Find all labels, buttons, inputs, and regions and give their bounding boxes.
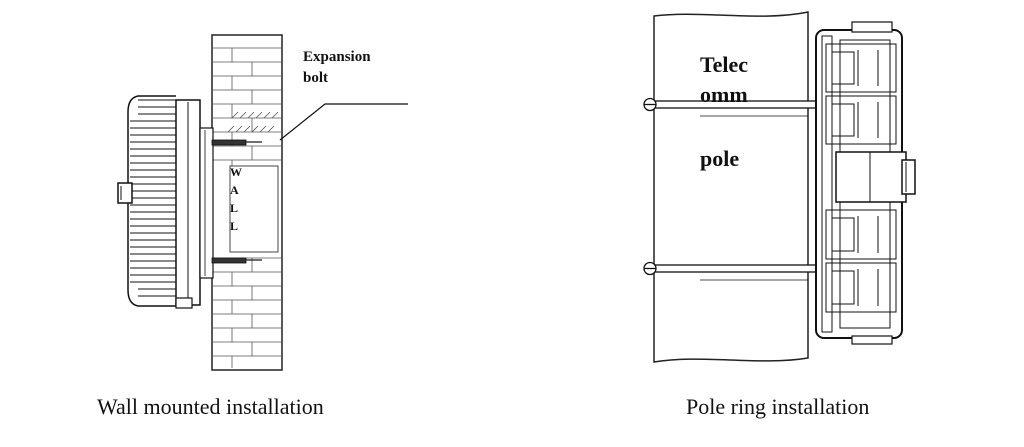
expansion-bolts bbox=[211, 139, 262, 264]
luminaire-wall bbox=[117, 95, 214, 309]
wall-mount-drawing: Expansion bolt W A L L bbox=[117, 34, 408, 371]
pole-label-line3: pole bbox=[700, 146, 739, 171]
pole-label-line1: Telec bbox=[700, 52, 748, 77]
wall-letter-4: L bbox=[230, 219, 238, 233]
pole-rings bbox=[643, 97, 833, 281]
pole bbox=[653, 11, 809, 363]
bolt-label-line2: bolt bbox=[303, 70, 328, 86]
bolt-leader-line bbox=[279, 103, 408, 141]
wall-letter-2: A bbox=[230, 183, 239, 197]
caption-pole-ring: Pole ring installation bbox=[686, 394, 870, 419]
wall-letter-1: W bbox=[230, 165, 242, 179]
pole-label-line2: omm bbox=[700, 82, 748, 107]
pole-mount-drawing: Telec omm pole bbox=[643, 11, 916, 363]
bolt-label-line1: Expansion bbox=[303, 49, 371, 65]
wall bbox=[211, 34, 283, 371]
wall-letter-3: L bbox=[230, 201, 238, 215]
luminaire-pole bbox=[815, 21, 916, 345]
caption-wall-mounted: Wall mounted installation bbox=[97, 394, 324, 419]
